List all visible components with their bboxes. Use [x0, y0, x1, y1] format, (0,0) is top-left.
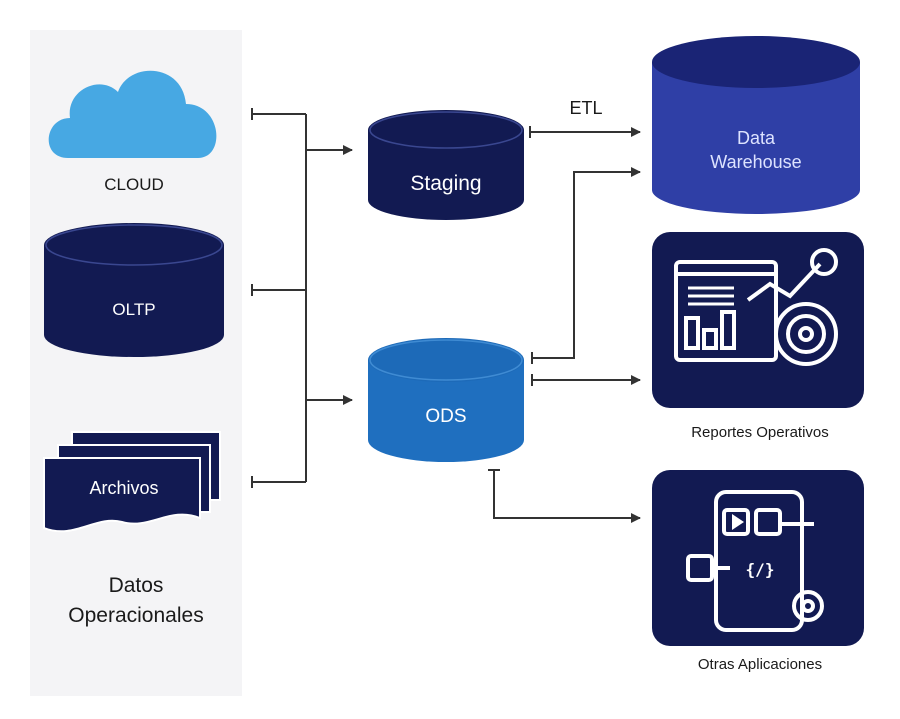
files-label: Archivos [89, 478, 159, 498]
svg-text:{/}: {/} [746, 560, 775, 579]
etl-label: ETL [569, 98, 603, 118]
stacked-documents-icon [43, 431, 221, 533]
warehouse-label-line1: Data [736, 128, 776, 148]
mobile-app-code-icon: {/} [652, 470, 864, 646]
cloud-icon [48, 70, 217, 158]
oltp-label: OLTP [112, 300, 156, 319]
warehouse-label-line2: Warehouse [710, 152, 802, 172]
oltp-database-icon [44, 223, 224, 357]
ods-label: ODS [425, 406, 467, 427]
staging-label: Staging [410, 172, 482, 195]
ods-database-icon [368, 338, 524, 462]
dashboard-analytics-icon [652, 232, 864, 408]
staging-database-icon [368, 110, 524, 220]
sources-group-label-line2: Operacionales [68, 604, 204, 627]
apps-label: Otras Aplicaciones [697, 656, 823, 673]
sources-group-label-line1: Datos [108, 574, 164, 597]
data-warehouse-database-icon [652, 36, 860, 214]
reports-label: Reportes Operativos [691, 424, 829, 441]
cloud-label: CLOUD [104, 175, 164, 194]
